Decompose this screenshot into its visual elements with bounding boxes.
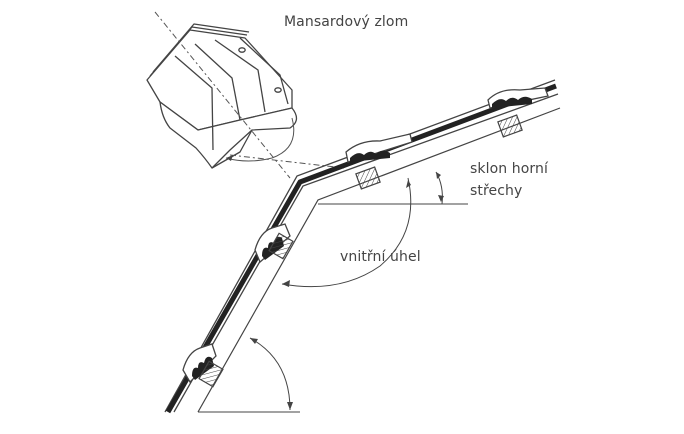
batten-cross-section-icon: [198, 114, 523, 388]
arrow-head-icon: [226, 155, 233, 161]
arrow-head-icon: [287, 402, 293, 410]
inner-angle-arc: [281, 177, 412, 288]
tile-detail-3d-icon: [146, 23, 298, 169]
lower-pitch-arc: [249, 337, 291, 411]
inner-angle-label: vnitřní úhel: [340, 249, 421, 265]
upper-pitch-label-line2: střechy: [470, 183, 523, 199]
arrow-head-icon: [250, 338, 258, 344]
roof-outline: [164, 79, 559, 413]
upper-pitch-label-line1: sklon horní: [470, 161, 548, 177]
arrow-head-icon: [406, 180, 411, 188]
roof-tile-line: [165, 83, 557, 414]
arrow-head-icon: [282, 280, 290, 287]
arrow-head-icon: [438, 195, 444, 202]
construction-lines: [154, 11, 345, 179]
detail-angle-arc: [225, 117, 295, 162]
figure-title: Mansardový zlom: [284, 14, 409, 30]
rafter-line: [197, 107, 561, 413]
arrow-head-icon: [436, 172, 441, 179]
